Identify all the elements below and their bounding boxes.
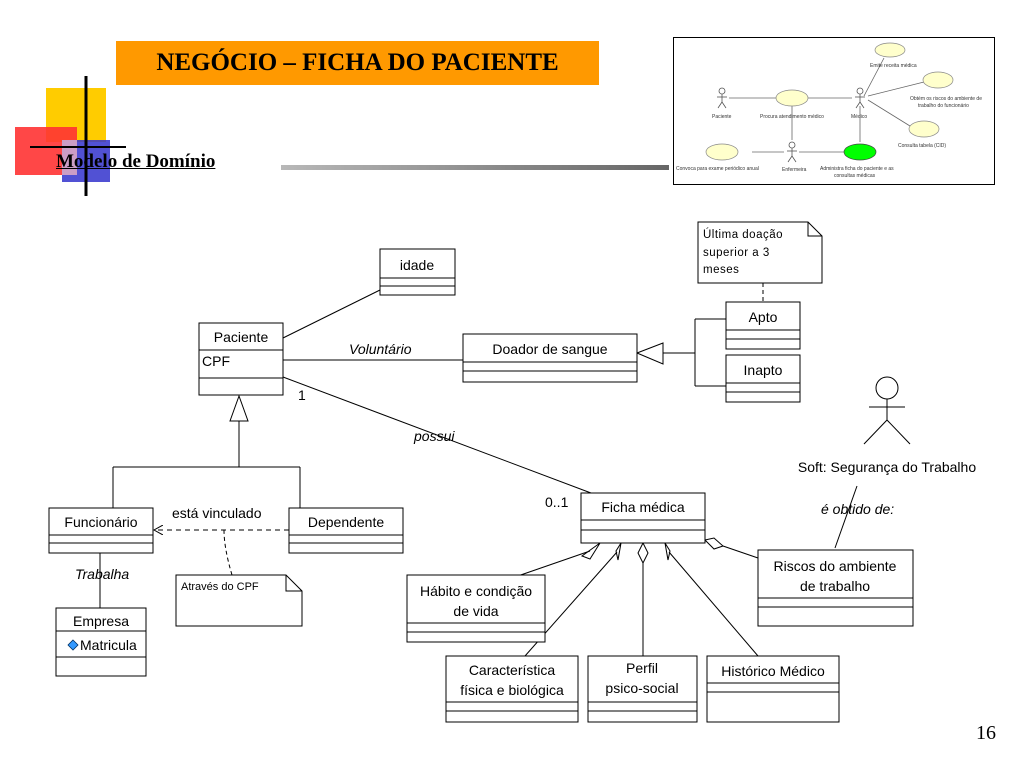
- class-paciente: [198, 322, 284, 396]
- note-text: Através do CPF: [181, 581, 259, 593]
- use-case-label: Procura atendimento médico: [760, 114, 824, 120]
- generalization-arrow: [229, 394, 249, 422]
- generalization-arrow: [635, 342, 664, 365]
- actor-label: Paciente: [712, 114, 732, 120]
- multiplicity-label: 1: [298, 387, 306, 403]
- class-attribute: CPF: [202, 353, 230, 369]
- class-name: Dependente: [308, 514, 385, 530]
- class-name: Hábito e condição: [420, 583, 532, 599]
- deco-white-overlay: [62, 140, 77, 175]
- use-case-label: Administra ficha do paciente e as: [820, 166, 894, 172]
- slide-title: NEGÓCIO – FICHA DO PACIENTE: [116, 41, 599, 85]
- class-perfil: [587, 655, 698, 723]
- class-name: Inapto: [744, 362, 783, 378]
- association-label: Voluntário: [349, 341, 412, 357]
- class-dependente: [288, 507, 404, 554]
- class-habito: [406, 574, 546, 643]
- actor-label: Enfermeira: [782, 167, 807, 173]
- use-case-thumbnail: Paciente Médico Enfermeira Emite receita…: [673, 37, 995, 185]
- active-use-case: [843, 143, 877, 161]
- class-name: Característica: [469, 662, 556, 678]
- multiplicity-label: 0..1: [545, 494, 569, 510]
- class-doador-de-sangue: [462, 333, 638, 383]
- class-attribute: Matricula: [80, 637, 137, 653]
- attribute-diamond-icon: [67, 639, 79, 651]
- class-ficha-medica: [580, 492, 706, 544]
- class-name: de trabalho: [800, 578, 870, 594]
- actor-name: Soft: Segurança do Trabalho: [798, 459, 976, 475]
- class-apto: [725, 301, 801, 350]
- class-riscos: [757, 549, 914, 627]
- class-name: Perfil: [626, 660, 658, 676]
- note-atraves-cpf: [175, 574, 303, 627]
- slide-subtitle: Modelo de Domínio: [56, 151, 216, 172]
- class-name: de vida: [453, 603, 498, 619]
- class-name: idade: [400, 257, 434, 273]
- note-text: meses: [703, 264, 739, 276]
- note-text: superior a 3: [703, 247, 770, 259]
- class-name: Doador de sangue: [492, 341, 607, 357]
- association-label: possui: [413, 428, 455, 444]
- class-inapto: [725, 354, 801, 403]
- class-name: física e biológica: [460, 682, 564, 698]
- use-case-label: Consulta tabela (CID): [898, 143, 946, 149]
- class-idade: [379, 248, 456, 296]
- corner-decoration: [15, 76, 126, 196]
- actor-label: Médico: [851, 114, 867, 120]
- class-name: Riscos do ambiente: [774, 558, 897, 574]
- association-label: está vinculado: [172, 505, 262, 521]
- class-name: Apto: [749, 309, 778, 325]
- association-line: [282, 289, 381, 339]
- class-caracteristica: [445, 655, 579, 723]
- class-empresa: [55, 607, 147, 677]
- use-case-label: trabalho do funcionário: [918, 103, 969, 109]
- note-ultima-doacao: [697, 221, 823, 284]
- use-case-label: Emite receita médica: [870, 63, 917, 69]
- class-name: Ficha médica: [601, 499, 684, 515]
- class-name: Funcionário: [64, 514, 137, 530]
- class-funcionario: [48, 507, 154, 554]
- note-text: Última doação: [703, 228, 783, 241]
- class-historico: [706, 655, 840, 723]
- use-case-diagram: Paciente Médico Enfermeira Emite receita…: [676, 42, 982, 179]
- actor-head-icon: [875, 376, 899, 400]
- class-name: psico-social: [605, 680, 678, 696]
- class-name: Empresa: [73, 613, 129, 629]
- association-label: Trabalha: [75, 566, 129, 582]
- association-label: é obtido de:: [821, 501, 894, 517]
- page-number: 16: [976, 722, 996, 744]
- class-name: Paciente: [214, 329, 269, 345]
- class-name: Histórico Médico: [721, 663, 825, 679]
- use-case-label: Obtém os riscos do ambiente de: [910, 96, 982, 102]
- subtitle-rule: [281, 165, 669, 170]
- use-case-label: Convoca para exame periódico anual: [676, 166, 759, 172]
- association-line: [282, 376, 592, 494]
- use-case-label: consultas médicas: [834, 173, 876, 179]
